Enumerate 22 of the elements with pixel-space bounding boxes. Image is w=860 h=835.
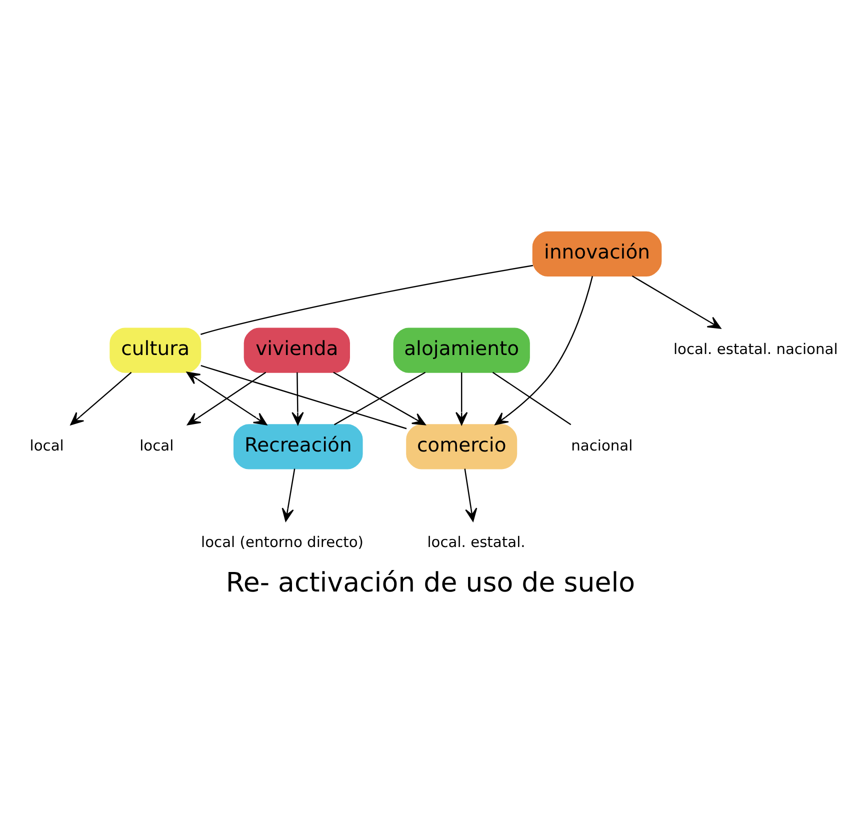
arrow bbox=[281, 468, 295, 522]
arrow bbox=[291, 372, 304, 425]
node-text: local bbox=[29, 436, 64, 454]
node-text: local bbox=[139, 436, 174, 454]
arrow bbox=[464, 468, 477, 522]
arrow bbox=[455, 372, 468, 425]
node-box: innovación bbox=[532, 230, 662, 276]
connector bbox=[200, 264, 533, 334]
node-box: Recreación bbox=[232, 424, 362, 469]
arrow bbox=[631, 274, 721, 328]
node-box: comercio bbox=[406, 424, 517, 469]
connector bbox=[492, 371, 571, 425]
node-text: local (entorno directo) bbox=[200, 533, 364, 550]
node-text: local. estatal. bbox=[426, 533, 525, 550]
node-box: cultura bbox=[109, 327, 201, 372]
arrow bbox=[494, 276, 593, 425]
node-text: local. estatal. nacional bbox=[672, 340, 838, 358]
node-box: alojamiento bbox=[392, 327, 530, 372]
node-text: nacional bbox=[570, 436, 632, 454]
arrow bbox=[70, 371, 132, 425]
diagram-title: Re- activación de uso de suelo bbox=[225, 566, 635, 598]
node-box: vivienda bbox=[243, 327, 350, 372]
